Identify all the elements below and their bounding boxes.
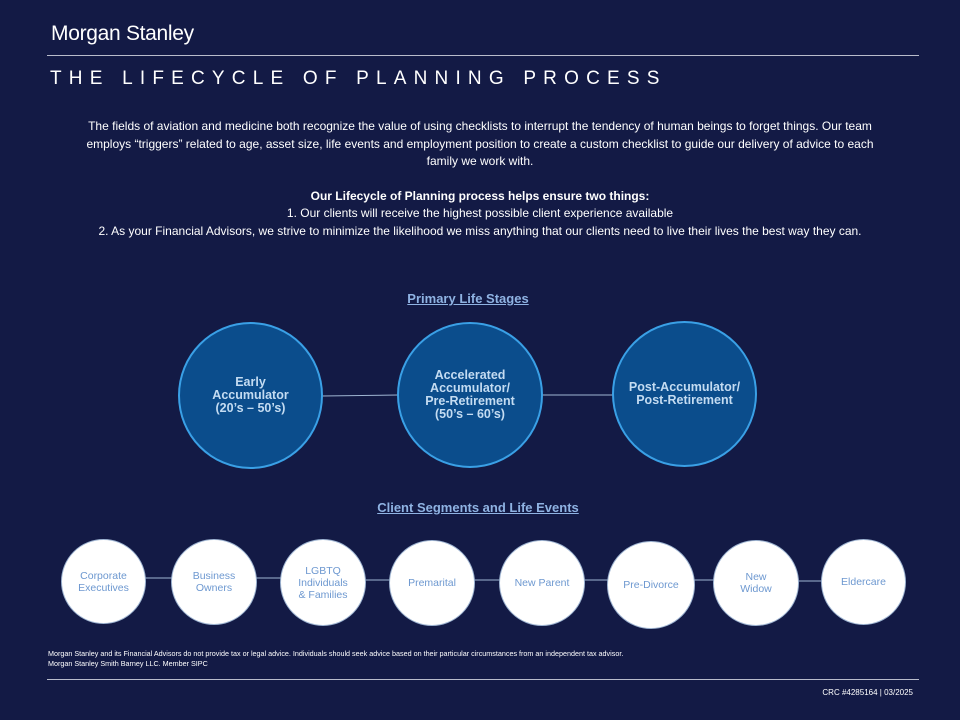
stage-post-accumulator: Post-Accumulator/ Post-Retirement	[612, 321, 757, 467]
disclaimer: Morgan Stanley and its Financial Advisor…	[48, 649, 623, 669]
segment-business-owners: Business Owners	[171, 539, 257, 625]
intro-heading: Our Lifecycle of Planning process helps …	[310, 188, 650, 203]
disclaimer-line-2: Morgan Stanley Smith Barney LLC. Member …	[48, 659, 208, 668]
segment-eldercare: Eldercare	[821, 539, 906, 625]
footer-divider	[47, 679, 919, 680]
stage-accelerated-accumulator: Accelerated Accumulator/ Pre-Retirement …	[397, 322, 543, 468]
segment-premarital: Premarital	[389, 540, 475, 626]
intro-item-1: 1. Our clients will receive the highest …	[286, 206, 674, 220]
disclaimer-line-1: Morgan Stanley and its Financial Advisor…	[48, 649, 624, 658]
segment-lgbtq: LGBTQ Individuals & Families	[280, 539, 366, 626]
stage-early-accumulator: Early Accumulator (20’s – 50’s)	[178, 322, 323, 469]
segment-new-parent: New Parent	[499, 540, 585, 626]
morgan-stanley-logo: Morgan Stanley	[51, 22, 194, 45]
page-title: THE LIFECYCLE OF PLANNING PROCESS	[50, 68, 667, 89]
client-segments-heading: Client Segments and Life Events	[377, 500, 579, 515]
segment-pre-divorce: Pre-Divorce	[607, 541, 695, 629]
intro-paragraph: The fields of aviation and medicine both…	[86, 119, 874, 168]
primary-life-stages-heading: Primary Life Stages	[407, 291, 529, 306]
segment-new-widow: New Widow	[713, 540, 799, 626]
header-divider	[47, 55, 919, 56]
segment-corporate-executives: Corporate Executives	[61, 539, 146, 624]
intro-text: The fields of aviation and medicine both…	[40, 118, 920, 240]
intro-item-2: 2. As your Financial Advisors, we strive…	[98, 223, 862, 238]
crc-code: CRC #4285164 | 03/2025	[822, 688, 913, 697]
